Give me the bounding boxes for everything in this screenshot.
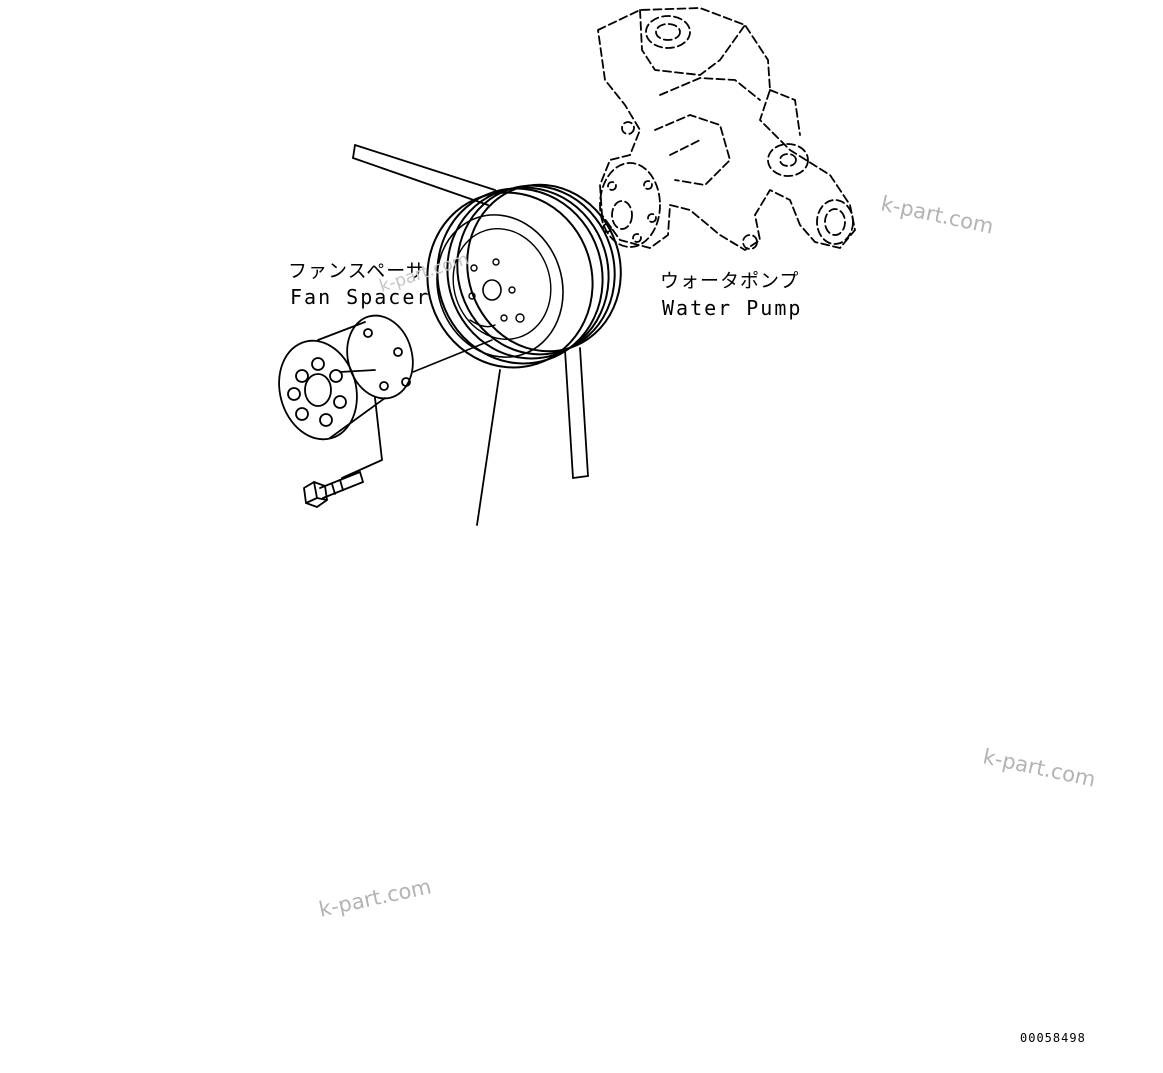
fan-spacer-label-en: Fan Spacer	[290, 285, 431, 309]
pulley-leader-line	[476, 369, 501, 526]
water-pump	[597, 7, 856, 251]
drive-belt	[352, 144, 589, 479]
bolt	[303, 397, 383, 508]
fan-spacer	[278, 314, 493, 441]
pulley	[426, 183, 622, 369]
water-pump-label-en: Water Pump	[662, 296, 803, 320]
water-pump-label-jp: ウォータポンプ	[660, 270, 800, 292]
fan-spacer-label-jp: ファンスペーサ	[288, 260, 426, 282]
drawing-number: 00058498	[1020, 1031, 1086, 1045]
